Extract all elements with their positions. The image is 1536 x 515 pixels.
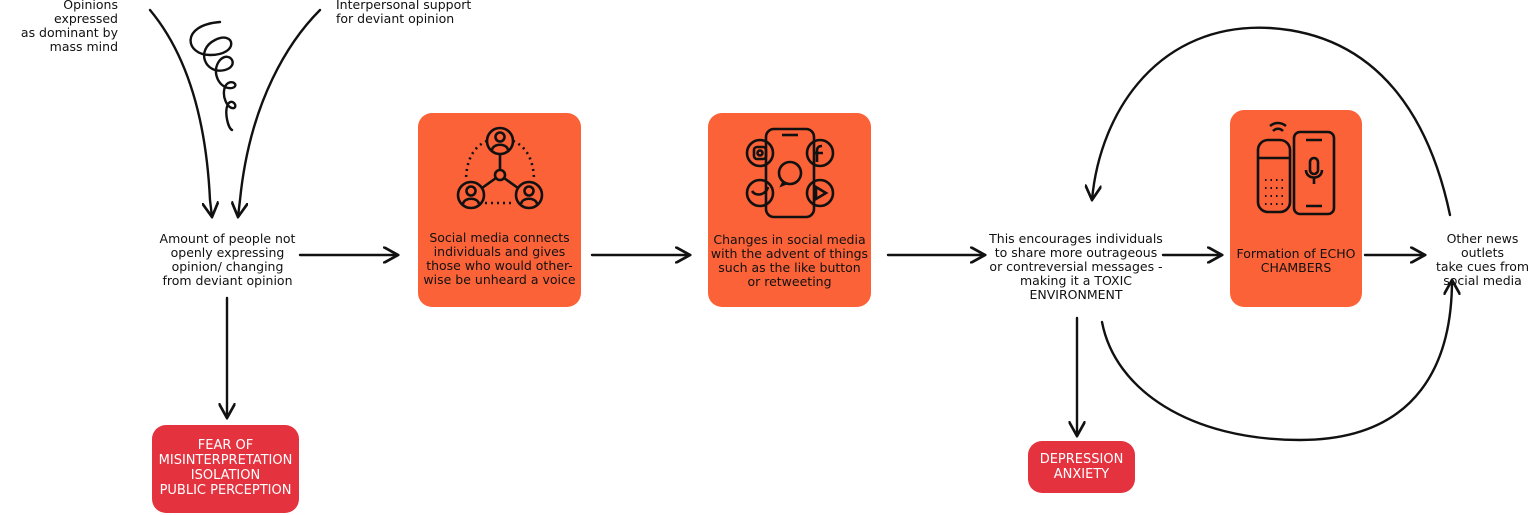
funnel-swirl xyxy=(189,20,237,132)
outcome-fear: FEAR OF MISINTERPRETATION ISOLATION PUBL… xyxy=(152,425,299,513)
outcome-fear-text: FEAR OF MISINTERPRETATION ISOLATION PUBL… xyxy=(158,438,293,498)
loop-top xyxy=(1092,26,1452,217)
box-echo: Formation of ECHO CHAMBERS xyxy=(1230,110,1362,307)
outcome-depression: DEPRESSION ANXIETY xyxy=(1028,441,1135,493)
funnel-left-label: Opinions expressed as dominant by mass m… xyxy=(20,0,118,54)
funnel-right-curve xyxy=(238,8,322,217)
box-social-media-text: Social media connects individuals and gi… xyxy=(423,230,576,287)
node-news: Other news outlets take cues from social… xyxy=(1435,231,1530,288)
box-social-media: Social media connects individuals and gi… xyxy=(418,113,581,307)
loop-bottom xyxy=(1100,280,1452,442)
smart-speaker-phone-icon xyxy=(1256,121,1336,216)
box-changes-text: Changes in social media with the advent … xyxy=(710,232,869,289)
funnel-left-curve xyxy=(148,8,212,217)
funnel-right-label: Interpersonal support for deviant opinio… xyxy=(336,0,472,26)
box-changes: Changes in social media with the advent … xyxy=(708,113,871,307)
node-silence: Amount of people not openly expressing o… xyxy=(159,231,296,288)
node-toxic: This encourages individuals to share mor… xyxy=(989,231,1163,302)
box-echo-text: Formation of ECHO CHAMBERS xyxy=(1236,246,1356,275)
people-network-icon xyxy=(456,126,544,210)
social-media-phone-icon xyxy=(745,127,835,219)
outcome-depression-text: DEPRESSION ANXIETY xyxy=(1039,452,1124,482)
